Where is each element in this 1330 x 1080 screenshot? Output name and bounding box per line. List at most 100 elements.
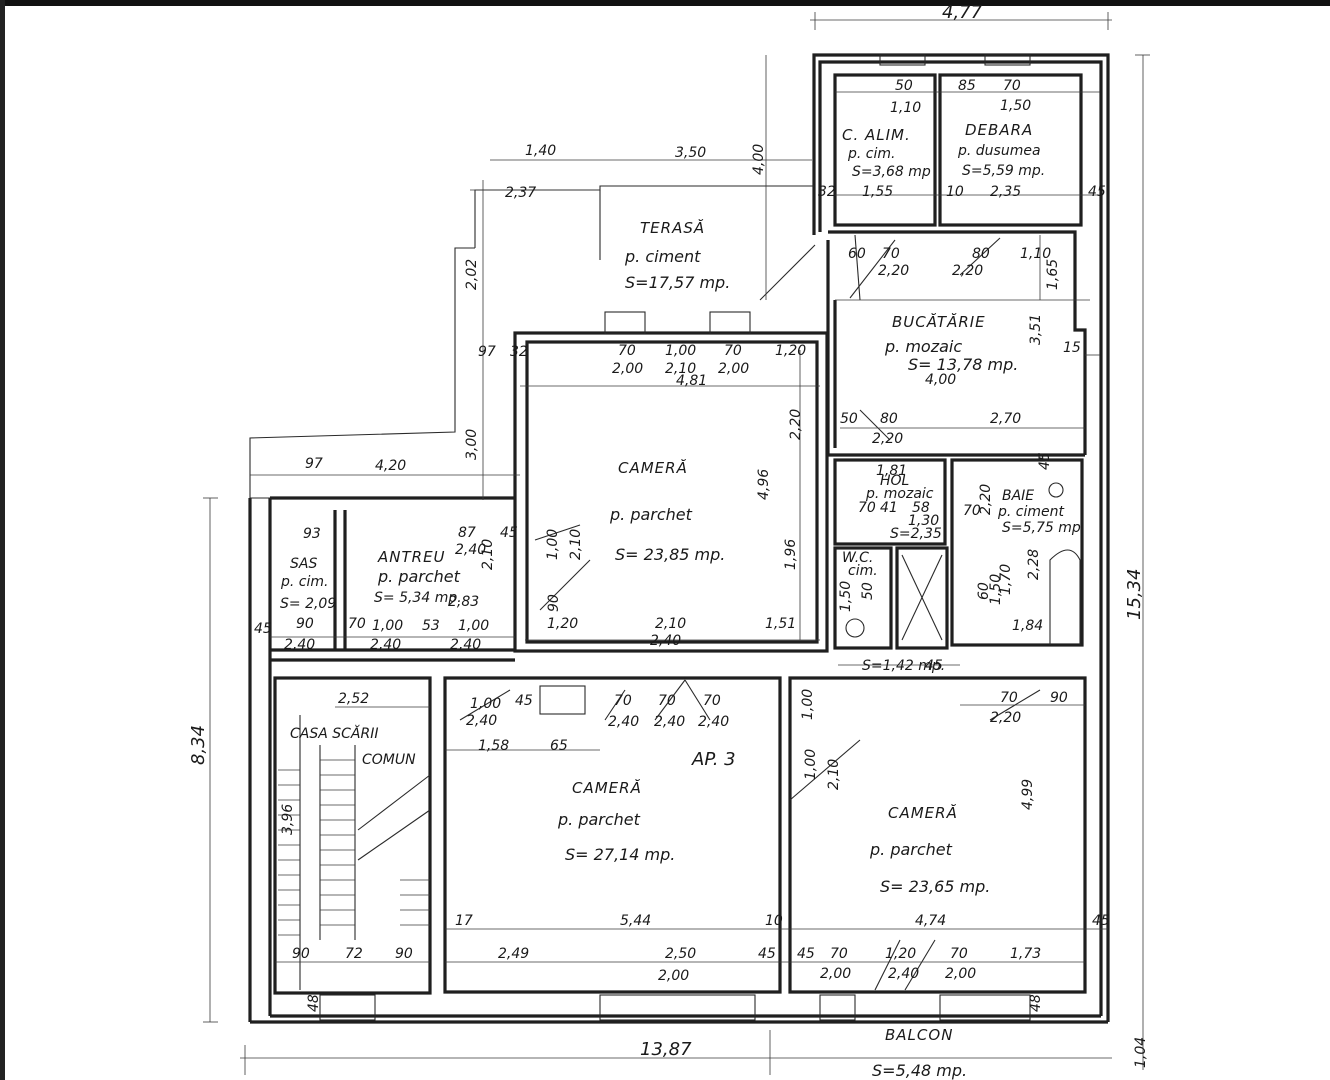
dim-label: 70 — [703, 693, 721, 709]
dim-label: 90 — [296, 616, 314, 632]
dim-label: 1,20 — [775, 343, 806, 359]
dim-label: 45 — [1037, 452, 1053, 470]
dim-label: 1,00 — [803, 749, 819, 780]
dim-label: 1,20 — [547, 616, 578, 632]
dim-label: 1,51 — [765, 616, 796, 632]
dim-label: 97 — [305, 456, 323, 472]
dim-right-height: 15,34 — [1124, 568, 1145, 620]
dim-label: 1,00 — [372, 618, 403, 634]
dim-label: 45 — [1092, 913, 1110, 929]
interior-walls — [270, 73, 1087, 995]
dim-label: 10 — [765, 913, 783, 929]
dim-label: 1,58 — [478, 738, 509, 754]
dim-label: 2,52 — [338, 691, 369, 707]
room-balcon-name: BALCON — [885, 1026, 953, 1044]
dim-label: 70 — [1003, 78, 1021, 94]
dim-bottom-width: 13,87 — [640, 1039, 692, 1060]
dim-label: 70 — [882, 246, 900, 262]
dim-label: 90 — [292, 946, 310, 962]
dim-label: 32 — [818, 184, 836, 200]
room-debara-floor: p. dusumea — [957, 143, 1041, 159]
room-wc-floor: cim. — [848, 563, 878, 579]
dim-label: 65 — [550, 738, 568, 754]
dim-label: 4,20 — [375, 458, 406, 474]
room-sas-area: S= 2,09 — [280, 596, 336, 612]
dim-label: 70 — [1000, 690, 1018, 706]
dim-label: 45 — [515, 693, 533, 709]
room-c-alim-name: C. ALIM. — [842, 126, 911, 144]
room-camera-right-name: CAMERĂ — [888, 803, 958, 822]
room-terasa-name: TERASĂ — [640, 218, 705, 237]
dim-label: 45 — [758, 946, 776, 962]
dim-label: 2,70 — [990, 411, 1021, 427]
room-antreu-floor: p. parchet — [377, 567, 461, 586]
dim-label: 80 — [880, 411, 898, 427]
dim-label: 4,96 — [756, 469, 772, 500]
dim-label: 45 — [1088, 184, 1106, 200]
dimension-lines — [203, 12, 1150, 1075]
room-hol-area: S=2,35 — [890, 526, 942, 542]
room-antreu-name: ANTREU — [377, 548, 446, 566]
dim-label: 10 — [946, 184, 964, 200]
dim-label: 2,37 — [505, 185, 536, 201]
dim-label: 1,81 — [876, 463, 907, 479]
room-wc-area: S=1,42 mp. — [862, 658, 945, 674]
dim-label: 50 — [860, 582, 876, 600]
dim-label: 2,10 — [826, 759, 842, 790]
room-terasa-floor: p. ciment — [624, 247, 701, 266]
dim-label: 80 — [972, 246, 990, 262]
dim-label: 1,00 — [800, 689, 816, 720]
dim-label: 5,44 — [620, 913, 651, 929]
staircase — [278, 715, 431, 990]
apartment-label: AP. 3 — [691, 749, 736, 770]
dim-label: 93 — [303, 526, 321, 542]
dim-label: 2,28 — [1026, 549, 1042, 580]
room-bucatarie-floor: p. mozaic — [884, 337, 962, 356]
room-debara-area: S=5,59 mp. — [962, 163, 1045, 179]
dim-label: 90 — [546, 594, 562, 612]
dim-label: 70 — [658, 693, 676, 709]
dim-label: 2,00 — [658, 968, 689, 984]
dim-label: 4,99 — [1020, 779, 1036, 810]
dim-label: 2,20 — [952, 263, 983, 279]
dim-label: 60 — [976, 582, 992, 600]
dim-balcony-depth: 1,04 — [1133, 1037, 1149, 1068]
dim-label: 58 — [912, 500, 930, 516]
scan-top-edge — [0, 0, 1330, 6]
dim-label: 2,40 — [608, 714, 639, 730]
dim-label: 2,10 — [480, 539, 496, 570]
dim-label: 2,40 — [466, 713, 497, 729]
room-wc-name: W.C. — [842, 550, 873, 566]
room-c-alim-floor: p. cim. — [847, 146, 895, 162]
dim-label: 70 — [614, 693, 632, 709]
dim-label: 48 — [306, 994, 322, 1012]
room-antreu-area: S= 5,34 mp. — [374, 590, 462, 606]
dim-label: 1,10 — [890, 100, 921, 116]
dim-label: 2,40 — [455, 542, 486, 558]
dim-label: 4,00 — [925, 372, 956, 388]
room-hol-name: HOL — [880, 473, 909, 489]
dim-label: 1,55 — [862, 184, 893, 200]
dim-label: 60 — [848, 246, 866, 262]
room-debara-name: DEBARA — [965, 121, 1033, 139]
dim-label: 50 — [840, 411, 858, 427]
room-hol-floor: p. mozaic — [865, 486, 934, 502]
dim-label: 2,20 — [878, 263, 909, 279]
room-sas-name: SAS — [290, 556, 317, 572]
room-camera-right-area: S= 23,65 mp. — [880, 877, 990, 896]
dim-label: 1,40 — [525, 143, 556, 159]
dim-label: 2,40 — [654, 714, 685, 730]
room-camera-left-area: S= 27,14 mp. — [565, 845, 675, 864]
dim-label: 72 — [345, 946, 363, 962]
room-casa-scarii-sub: COMUN — [362, 752, 416, 768]
dim-label: 97 — [478, 344, 496, 360]
dim-label: 3,50 — [675, 145, 706, 161]
room-camera-mid-floor: p. parchet — [609, 505, 693, 524]
room-camera-right-floor: p. parchet — [869, 840, 953, 859]
room-camera-left-floor: p. parchet — [557, 810, 641, 829]
room-c-alim-area: S=3,68 mp — [852, 164, 931, 180]
dim-label: 1,50 — [1000, 98, 1031, 114]
room-casa-scarii-name: CASA SCĂRII — [290, 725, 379, 742]
dim-label: 70 — [724, 343, 742, 359]
